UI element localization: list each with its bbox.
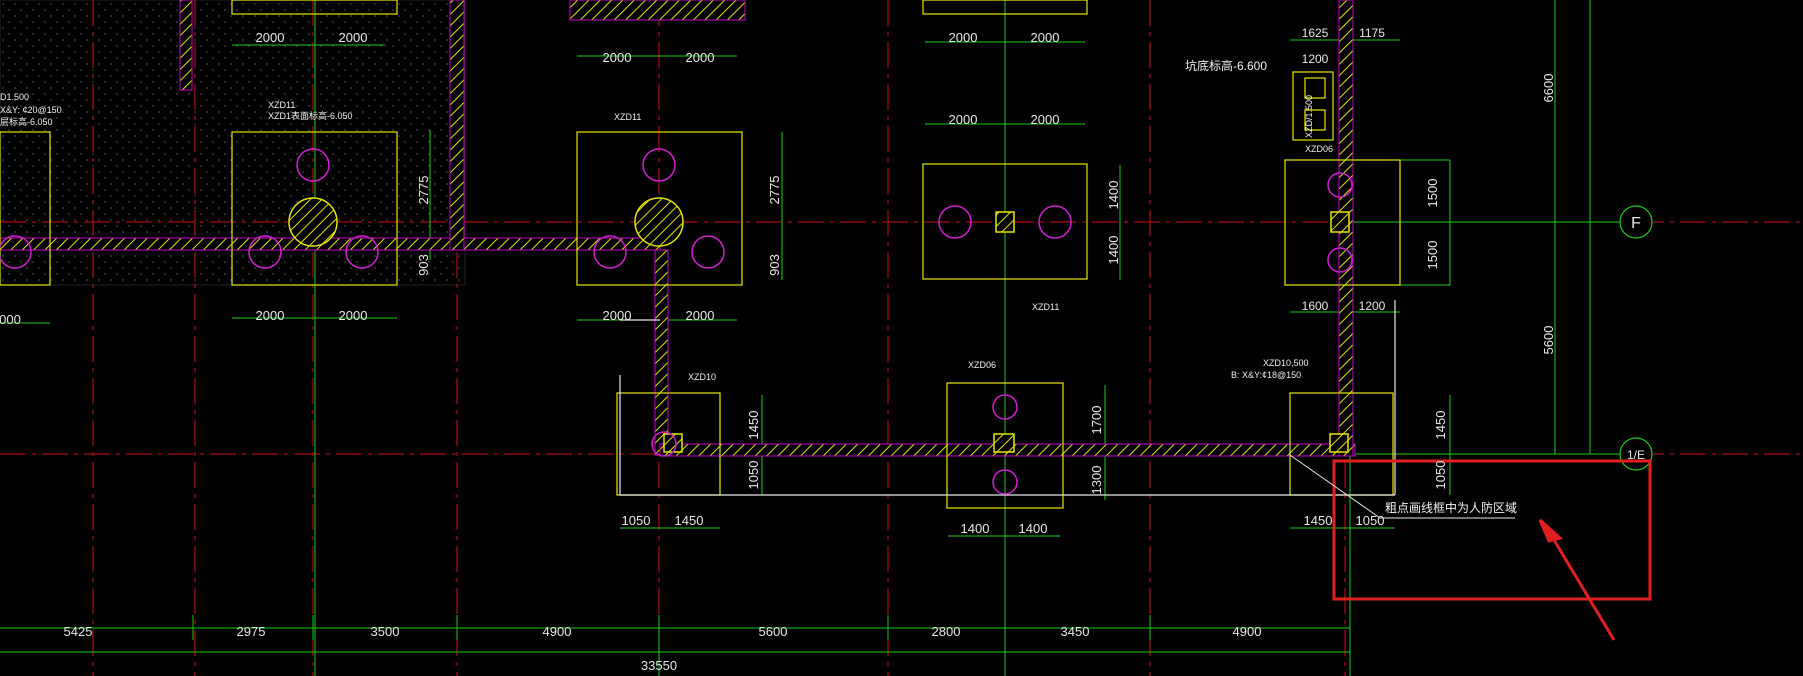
dim-right-bottom-1: 1600 xyxy=(1302,299,1329,313)
vdim-zd06-2: 1300 xyxy=(1089,466,1104,495)
dim-zd06-1: 1400 xyxy=(961,521,990,536)
label-xzd11-c: XZD11 xyxy=(1032,302,1059,312)
label-xzd11-b: XZD11 xyxy=(614,112,641,122)
dim-row2-2: 2000 xyxy=(1031,112,1060,127)
dim-top-mid-2: 2000 xyxy=(686,50,715,65)
vdim-zd10r-2: 1050 xyxy=(1433,461,1448,490)
pile-caps xyxy=(0,0,1401,509)
vdim-zd10-1: 1450 xyxy=(746,411,761,440)
vdim-zd06-1: 1700 xyxy=(1089,406,1104,435)
label-bxy: B: X&Y:¢18@150 xyxy=(1231,370,1301,380)
label-xzd11-a: XZD11 xyxy=(268,100,295,110)
vdim-far-right-1: 6600 xyxy=(1541,74,1556,103)
highlight-box xyxy=(1332,459,1652,601)
vdim-zd10r-1: 1450 xyxy=(1433,411,1448,440)
bottom-dim-5: 5600 xyxy=(759,624,788,639)
bottom-dim-1: 5425 xyxy=(64,624,93,639)
green-grid xyxy=(0,0,1620,676)
dim-top-mid-1: 2000 xyxy=(603,50,632,65)
dim-row2-1: 2000 xyxy=(949,112,978,127)
dim-top-left-1: 2000 xyxy=(256,30,285,45)
annotation-civil-defense: 粗点画线框中为人防区域 xyxy=(1385,500,1517,515)
dim-zd10-2: 1450 xyxy=(675,513,704,528)
vdim-center-1: 1400 xyxy=(1106,181,1121,210)
pit-label: 坑底标高-6.600 xyxy=(1185,58,1267,73)
label-xzd10: XZD10 xyxy=(688,372,716,382)
dim-1200-top: 1200 xyxy=(1302,52,1329,66)
bottom-dim-3: 3500 xyxy=(371,624,400,639)
dim-row3-mid-1: 2000 xyxy=(603,308,632,323)
arrow-shaft xyxy=(1546,529,1616,641)
vdim-center-2: 1400 xyxy=(1106,236,1121,265)
label-xzd06-top: XZD06 xyxy=(1305,144,1333,154)
vdim-mid-2: 903 xyxy=(767,254,782,276)
dim-top-left-2: 2000 xyxy=(339,30,368,45)
dim-row3-left-2: 2000 xyxy=(339,308,368,323)
columns xyxy=(288,197,1350,453)
vdim-right-1: 1500 xyxy=(1425,179,1440,208)
axis-label-1E: 1/E xyxy=(1627,448,1645,462)
arrow-head xyxy=(1538,518,1564,543)
vdim-zd10-2: 1050 xyxy=(746,461,761,490)
bottom-dim-8: 4900 xyxy=(1233,624,1262,639)
piles xyxy=(0,148,1353,495)
vdim-mid-1: 2775 xyxy=(767,176,782,205)
label-elev-left: 层标高-6.050 xyxy=(0,116,53,127)
bottom-dim-7: 3450 xyxy=(1061,624,1090,639)
vdim-left-1: 2775 xyxy=(416,176,431,205)
bottom-dim-4: 4900 xyxy=(543,624,572,639)
label-sidebox: XZD/1.500 xyxy=(1304,95,1314,138)
vdim-far-right-2: 5600 xyxy=(1541,326,1556,355)
label-xzd1500: D1.500 xyxy=(0,92,29,102)
dim-far-left: 000 xyxy=(0,312,21,327)
dim-top-mid2-1: 2000 xyxy=(949,30,978,45)
bottom-dim-2: 2975 xyxy=(237,624,266,639)
label-xzd06: XZD06 xyxy=(968,360,996,370)
dim-zd10r-2: 1050 xyxy=(1356,513,1385,528)
dim-zd06-2: 1400 xyxy=(1019,521,1048,536)
dim-zd10-1: 1050 xyxy=(622,513,651,528)
leader-line xyxy=(1289,454,1381,519)
label-xzd10-500: XZD10,500 xyxy=(1263,358,1309,368)
axis-label-F: F xyxy=(1631,215,1641,232)
dim-zd10r-1: 1450 xyxy=(1304,513,1333,528)
dim-right-bottom-2: 1200 xyxy=(1359,299,1386,313)
label-xy-left: X&Y: ¢20@150 xyxy=(0,105,62,115)
vdim-right-2: 1500 xyxy=(1425,241,1440,270)
vdim-left-2: 903 xyxy=(416,254,431,276)
label-xzd11-a2: XZD1表面标高-6.050 xyxy=(268,110,353,121)
axis-bubbles xyxy=(1619,205,1653,471)
bottom-dim-6: 2800 xyxy=(932,624,961,639)
dim-row3-mid-2: 2000 xyxy=(686,308,715,323)
dim-top-mid2-2: 2000 xyxy=(1031,30,1060,45)
dim-row3-left-1: 2000 xyxy=(256,308,285,323)
total-dim: 33550 xyxy=(641,658,677,673)
dim-top-right-1: 1625 xyxy=(1302,26,1329,40)
dim-top-right-2: 1175 xyxy=(1359,26,1385,40)
